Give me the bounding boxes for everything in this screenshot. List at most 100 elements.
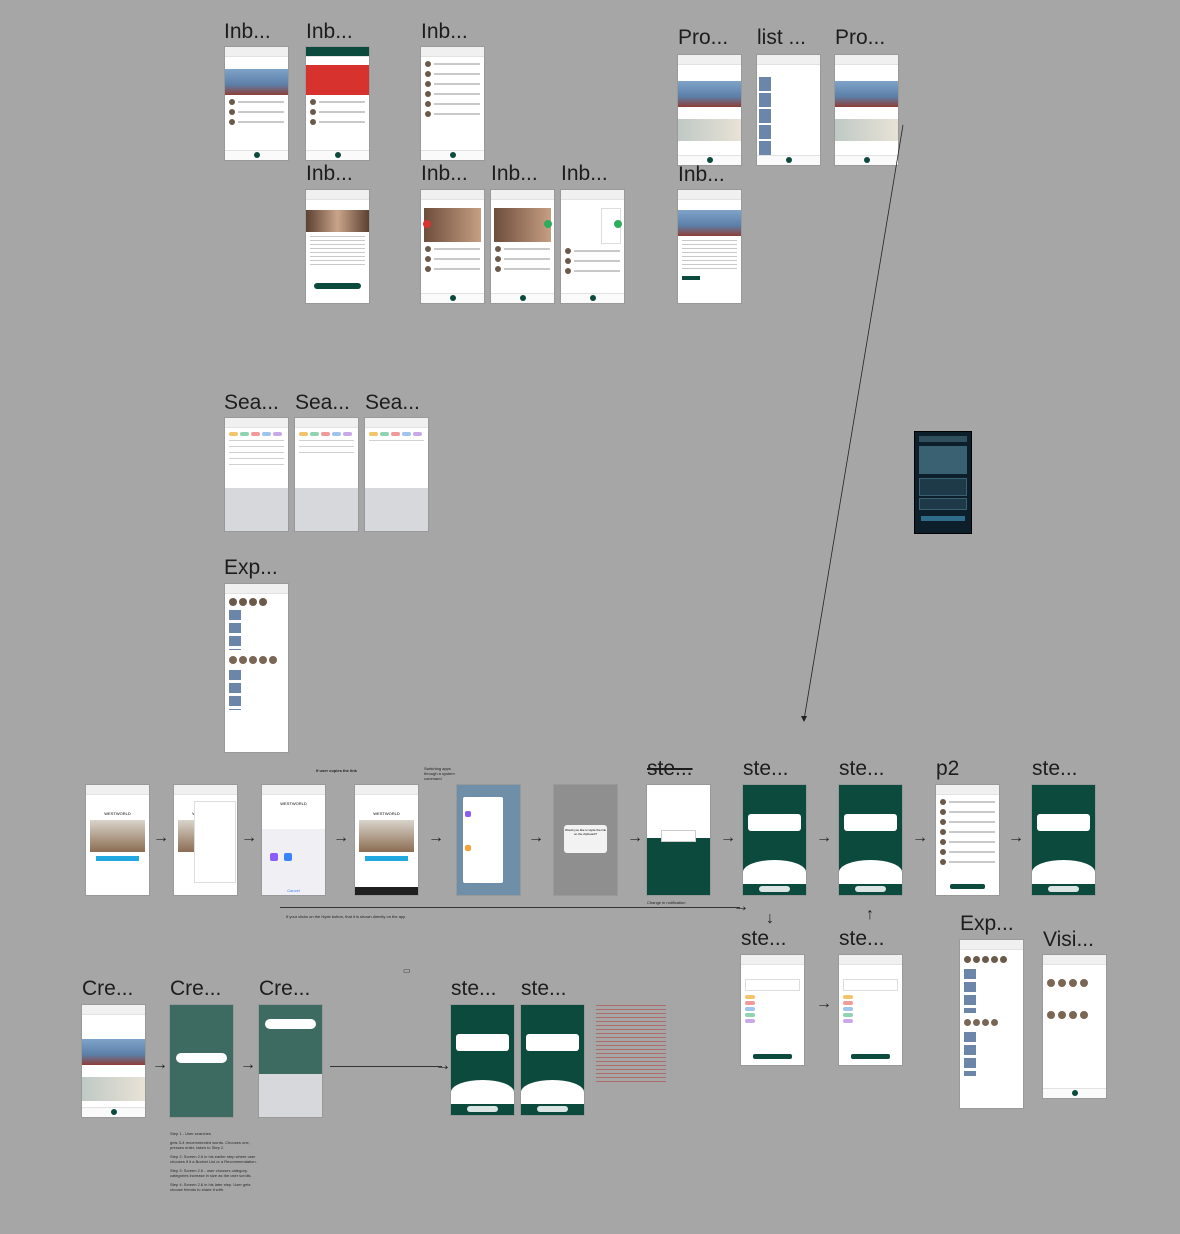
label-cre-1: Cre... bbox=[82, 977, 134, 1000]
note-change: Change in notification bbox=[647, 900, 686, 905]
label-inb-1: Inb... bbox=[224, 20, 271, 43]
cancel-button[interactable]: Cancel bbox=[287, 888, 300, 893]
label-list-1: list ... bbox=[757, 26, 807, 49]
arrow-bypass: → bbox=[733, 898, 749, 915]
profile-frame-1[interactable] bbox=[678, 55, 741, 165]
step-hyde-frame-3[interactable] bbox=[839, 785, 902, 895]
westworld-title-3: WESTWORLD bbox=[280, 801, 307, 806]
step-create-frame-1[interactable] bbox=[451, 1005, 514, 1115]
explore-frame-2[interactable] bbox=[960, 940, 1023, 1108]
step-note-2: gets 3-4 recommended words. Chooses one,… bbox=[170, 1140, 250, 1150]
label-inb-4: Inb... bbox=[306, 162, 353, 185]
category-frame-2[interactable] bbox=[839, 955, 902, 1065]
inbox-swipe-frame-3[interactable] bbox=[561, 190, 624, 303]
label-ste-6: ste... bbox=[839, 927, 885, 950]
label-pro-2: Pro... bbox=[835, 26, 886, 49]
create-frame-2[interactable] bbox=[170, 1005, 233, 1117]
label-cre-2: Cre... bbox=[170, 977, 222, 1000]
search-frame-2[interactable] bbox=[295, 418, 358, 531]
label-sea-2: Sea... bbox=[295, 391, 350, 414]
tag-icon: ▭ bbox=[403, 966, 411, 975]
inbox-detail-frame[interactable] bbox=[306, 190, 369, 303]
label-ste-4: ste... bbox=[1032, 757, 1078, 780]
westworld-title-1: WESTWORLD bbox=[104, 811, 131, 816]
arrow-9: → bbox=[912, 829, 928, 846]
arrow-14: → bbox=[435, 1057, 451, 1074]
label-inb-6: Inb... bbox=[491, 162, 538, 185]
label-cre-3: Cre... bbox=[259, 977, 311, 1000]
app-switcher-frame[interactable] bbox=[457, 785, 520, 895]
step-note-4: Step 3: Screen 2.6 - user chooses catego… bbox=[170, 1168, 252, 1178]
step-note-5: Step 4: Screen 2.6 in his later step. Us… bbox=[170, 1182, 251, 1192]
label-sea-1: Sea... bbox=[224, 391, 279, 414]
inbox-swipe-frame-1[interactable] bbox=[421, 190, 484, 303]
label-exp-1: Exp... bbox=[224, 556, 278, 579]
red-note-block bbox=[596, 1005, 666, 1085]
note-flow-bypass: If your clicks on the Hyde button, that … bbox=[286, 914, 406, 919]
step-note-1: Step 1 - User searches bbox=[170, 1131, 211, 1136]
p2-friend-list-frame[interactable] bbox=[936, 785, 999, 895]
westworld-title-4: WESTWORLD bbox=[373, 811, 400, 816]
arrow-1: → bbox=[153, 829, 169, 846]
step-notes: Step 1 - User searches gets 3-4 recommen… bbox=[170, 1131, 260, 1196]
label-ste-3: ste... bbox=[839, 757, 885, 780]
flow-bypass-line bbox=[280, 907, 740, 908]
note-user-copies: If user copies the link bbox=[316, 768, 357, 773]
label-inb-8: Inb... bbox=[678, 163, 725, 186]
label-p2: p2 bbox=[936, 757, 960, 780]
label-inb-2: Inb... bbox=[306, 20, 353, 43]
create-frame-3[interactable] bbox=[259, 1005, 322, 1117]
arrow-down: ↓ bbox=[766, 910, 774, 927]
clipboard-dialog-frame[interactable]: Would you like to Hyde the link on the c… bbox=[554, 785, 617, 895]
browser-frame-2[interactable]: WESTWORLD bbox=[174, 785, 237, 895]
arrow-up: ↑ bbox=[866, 906, 874, 923]
arrow-13: → bbox=[240, 1056, 256, 1073]
label-pro-1: Pro... bbox=[678, 26, 729, 49]
label-inb-3: Inb... bbox=[421, 20, 468, 43]
create-frame-1[interactable] bbox=[82, 1005, 145, 1117]
inbox-article-frame[interactable] bbox=[678, 190, 741, 303]
step-create-frame-2[interactable] bbox=[521, 1005, 584, 1115]
step-hyde-frame-1[interactable] bbox=[647, 785, 710, 895]
label-inb-5: Inb... bbox=[421, 162, 468, 185]
arrow-11: → bbox=[816, 995, 832, 1012]
arrow-3: → bbox=[333, 829, 349, 846]
label-ste-5: ste... bbox=[741, 927, 787, 950]
explore-frame-1[interactable] bbox=[225, 584, 288, 752]
label-ste-2: ste... bbox=[743, 757, 789, 780]
share-sheet-frame[interactable]: WESTWORLD Cancel bbox=[262, 785, 325, 895]
step-hyde-frame-4[interactable] bbox=[1032, 785, 1095, 895]
inbox-swipe-frame-2[interactable] bbox=[491, 190, 554, 303]
label-inb-7: Inb... bbox=[561, 162, 608, 185]
browser-frame-3[interactable]: WESTWORLD bbox=[355, 785, 418, 895]
label-ste-1: ste... bbox=[647, 757, 693, 780]
arrow-2: → bbox=[241, 829, 257, 846]
arrow-4: → bbox=[428, 829, 444, 846]
dark-card-mockup[interactable] bbox=[915, 432, 971, 533]
list-frame-1[interactable] bbox=[757, 55, 820, 165]
visitor-frame[interactable] bbox=[1043, 955, 1106, 1098]
search-frame-3[interactable] bbox=[365, 418, 428, 531]
category-frame-1[interactable] bbox=[741, 955, 804, 1065]
step-hyde-frame-2[interactable] bbox=[743, 785, 806, 895]
label-visi: Visi... bbox=[1043, 928, 1094, 951]
label-ste-7: ste... bbox=[451, 977, 497, 1000]
arrow-5: → bbox=[528, 829, 544, 846]
inbox-frame-1[interactable] bbox=[225, 47, 288, 160]
step-note-3: Step 2: Screen 2.6 in his earlier step w… bbox=[170, 1154, 257, 1164]
label-ste-8: ste... bbox=[521, 977, 567, 1000]
clipboard-dialog: Would you like to Hyde the link on the c… bbox=[564, 825, 607, 853]
arrow-6: → bbox=[627, 829, 643, 846]
dialog-text: Would you like to Hyde the link on the c… bbox=[565, 828, 606, 836]
arrow-12: → bbox=[152, 1056, 168, 1073]
inbox-frame-2[interactable] bbox=[306, 47, 369, 160]
browser-frame-1[interactable]: WESTWORLD bbox=[86, 785, 149, 895]
label-exp-2: Exp... bbox=[960, 912, 1014, 935]
search-frame-1[interactable] bbox=[225, 418, 288, 531]
create-flow-line bbox=[330, 1066, 442, 1067]
arrow-10: → bbox=[1008, 829, 1024, 846]
arrow-7: → bbox=[720, 829, 736, 846]
inbox-frame-3[interactable] bbox=[421, 47, 484, 160]
profile-frame-2[interactable] bbox=[835, 55, 898, 165]
